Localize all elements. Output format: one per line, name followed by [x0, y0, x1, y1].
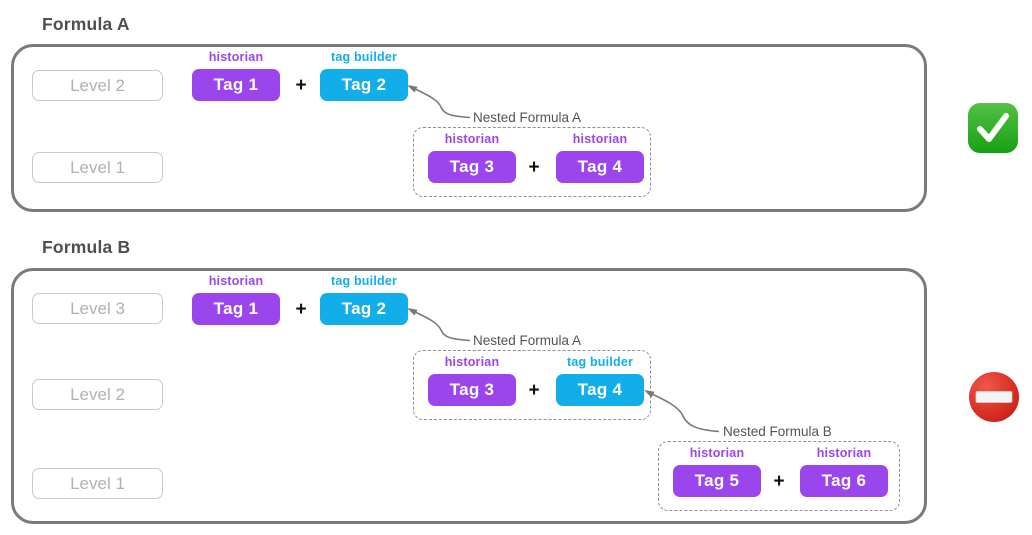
no-entry-icon	[968, 371, 1020, 423]
formula-a-frame	[11, 44, 927, 212]
formula-a-tag1-type-label: historian	[208, 50, 264, 64]
formula-b-tag2-type-label: tag builder	[330, 274, 398, 288]
formula-b-tag5: Tag 5	[673, 465, 761, 497]
formula-b-level-2-label: Level 2	[70, 384, 125, 404]
formula-b-nested-b-callout: Nested Formula B	[723, 424, 832, 439]
formula-b-nested-a-plus: +	[528, 380, 540, 401]
formula-a-level-2-box: Level 2	[32, 70, 163, 101]
formula-b-nested-b-plus: +	[773, 471, 785, 492]
formula-b-tag5-type-label: historian	[689, 446, 745, 460]
formula-a-tag4-type-label: historian	[572, 132, 628, 146]
formula-b-level-2-box: Level 2	[32, 379, 163, 410]
formula-a-tag2: Tag 2	[320, 69, 408, 101]
formula-b-tag3-type-label: historian	[444, 355, 500, 369]
formula-a-tag3-type-label: historian	[444, 132, 500, 146]
formula-b-tag6-type-label: historian	[816, 446, 872, 460]
formula-a-plus: +	[295, 75, 307, 96]
formula-b-nested-a-callout: Nested Formula A	[473, 333, 582, 348]
formula-a-tag4: Tag 4	[556, 151, 644, 183]
formula-a-level-1-box: Level 1	[32, 152, 163, 183]
formula-b-level-1-box: Level 1	[32, 468, 163, 499]
formula-b-nested-a-box	[413, 350, 651, 420]
formula-a-nested-callout: Nested Formula A	[473, 110, 582, 125]
formula-a-tag2-type-label: tag builder	[330, 50, 398, 64]
formula-a-level-2-label: Level 2	[70, 75, 125, 95]
formula-b-plus: +	[295, 299, 307, 320]
formula-b-level-1-label: Level 1	[70, 473, 125, 493]
formula-b-tag2: Tag 2	[320, 293, 408, 325]
formula-a-nested-plus: +	[528, 157, 540, 178]
formula-b-level-3-box: Level 3	[32, 293, 163, 324]
formula-b-tag4: Tag 4	[556, 374, 644, 406]
formula-a-title: Formula A	[42, 14, 130, 34]
formula-a-nested-box	[413, 127, 651, 197]
formula-b-level-3-label: Level 3	[70, 298, 125, 318]
formula-b-tag6: Tag 6	[800, 465, 888, 497]
formula-b-tag1-type-label: historian	[208, 274, 264, 288]
formula-b-title: Formula B	[42, 237, 131, 257]
formula-a-tag3: Tag 3	[428, 151, 516, 183]
formula-b-tag1: Tag 1	[192, 293, 280, 325]
formula-b-nested-b-box	[658, 441, 900, 511]
formula-a-level-1-label: Level 1	[70, 157, 125, 177]
formula-b-tag4-type-label: tag builder	[566, 355, 634, 369]
check-mark-icon	[966, 101, 1020, 155]
formula-a-tag1: Tag 1	[192, 69, 280, 101]
formula-b-tag3: Tag 3	[428, 374, 516, 406]
